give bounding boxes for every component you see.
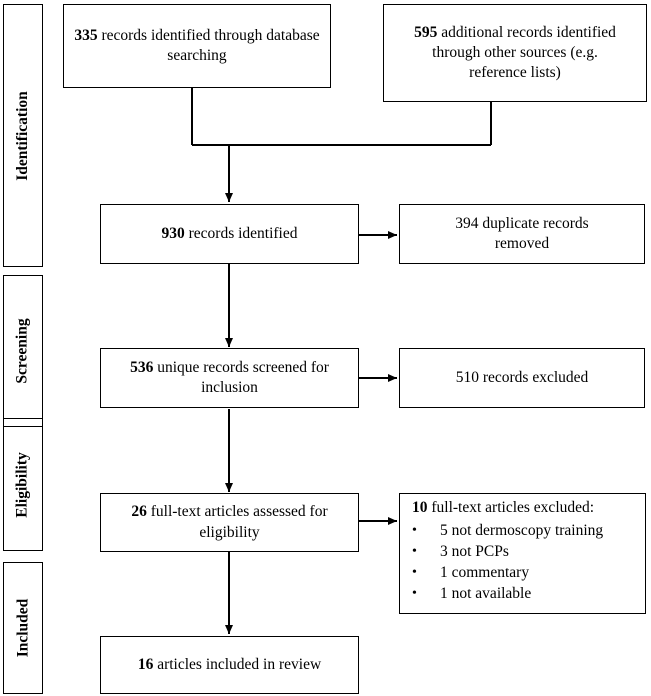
exclusion-reasons-list: 5 not dermoscopy training 3 not PCPs 1 c…: [412, 520, 603, 604]
fulltext-assessed-count: 26: [131, 503, 147, 521]
records-identified-text: records identified: [184, 224, 298, 242]
exclusion-reason: 5 not dermoscopy training: [412, 520, 603, 541]
articles-included-text: articles included in review: [153, 655, 322, 673]
exclusion-reason: 1 not available: [412, 583, 603, 604]
box-fulltext-excluded: 10 full-text articles excluded: 5 not de…: [399, 493, 646, 614]
box-duplicates-removed: 394 duplicate records removed: [399, 204, 645, 264]
database-records-text: records identified through database sear…: [97, 26, 320, 64]
exclusion-reason: 1 commentary: [412, 562, 603, 583]
fulltext-excluded-count: 10: [412, 499, 428, 516]
box-articles-included: 16 articles included in review: [100, 636, 359, 694]
box-database-records: 335 records identified through database …: [63, 4, 331, 88]
records-excluded-text: 510 records excluded: [455, 368, 589, 386]
unique-records-count: 536: [130, 358, 154, 376]
stage-identification: Identification: [3, 4, 43, 267]
unique-records-text: unique records screened for inclusion: [153, 358, 329, 396]
other-sources-count: 595: [414, 23, 438, 41]
records-identified-count: 930: [161, 224, 185, 242]
stage-screening: Screening: [3, 275, 43, 427]
fulltext-excluded-text: full-text articles excluded:: [427, 499, 595, 516]
other-sources-text: additional records identified through ot…: [432, 23, 616, 82]
fulltext-assessed-text: full-text articles assessed for eligibil…: [146, 503, 328, 541]
database-records-count: 335: [74, 26, 98, 44]
exclusion-reason: 3 not PCPs: [412, 541, 603, 562]
stage-eligibility: Eligibility: [3, 418, 43, 551]
box-unique-records: 536 unique records screened for inclusio…: [100, 348, 359, 408]
box-records-excluded: 510 records excluded: [399, 348, 645, 408]
duplicates-removed-text: 394 duplicate records removed: [455, 214, 589, 252]
box-fulltext-assessed: 26 full-text articles assessed for eligi…: [100, 493, 359, 552]
articles-included-count: 16: [137, 655, 154, 673]
box-records-identified: 930 records identified: [100, 204, 359, 264]
stage-included: Included: [3, 562, 43, 694]
box-other-sources: 595 additional records identified throug…: [383, 4, 647, 102]
